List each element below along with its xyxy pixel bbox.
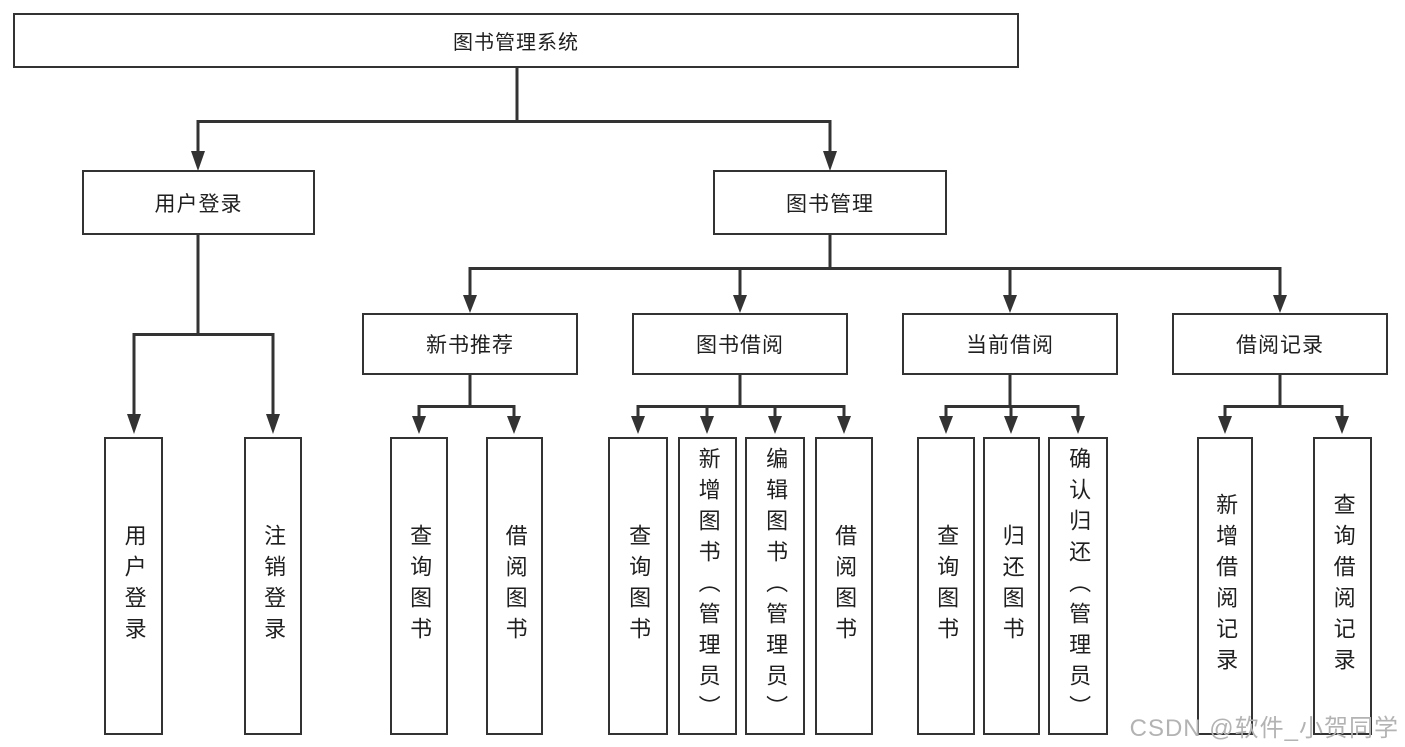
node-label: 图书管理 bbox=[786, 192, 874, 216]
node-label: 新书推荐 bbox=[426, 334, 514, 357]
node-label: 查询借阅记录 bbox=[1330, 493, 1356, 679]
edge-lines bbox=[132, 68, 1344, 417]
node-label: 归还图书 bbox=[999, 524, 1025, 648]
node-label: 新增图书（管理员） bbox=[695, 446, 721, 726]
node-leaf-query-books-recommend: 查询图书 bbox=[390, 437, 448, 735]
node-label: 查询图书 bbox=[934, 524, 960, 648]
node-branch-borrow-records: 借阅记录 bbox=[1172, 313, 1388, 375]
watermark: CSDN @软件_小贺同学 bbox=[1129, 715, 1399, 742]
node-label: 编辑图书（管理员） bbox=[763, 446, 789, 726]
node-leaf-add-books-admin: 新增图书（管理员） bbox=[678, 437, 737, 735]
node-label: 用户登录 bbox=[154, 192, 243, 216]
node-label: 图书借阅 bbox=[696, 334, 784, 357]
node-label: 借阅图书 bbox=[832, 524, 858, 648]
node-label: 查询图书 bbox=[407, 524, 433, 648]
node-branch-user-login: 用户登录 bbox=[82, 170, 315, 235]
node-root: 图书管理系统 bbox=[13, 13, 1019, 68]
node-leaf-add-borrow-record: 新增借阅记录 bbox=[1197, 437, 1253, 735]
node-leaf-edit-books-admin: 编辑图书（管理员） bbox=[745, 437, 805, 735]
node-label: 图书管理系统 bbox=[453, 32, 579, 54]
node-branch-book-borrowing: 图书借阅 bbox=[632, 313, 848, 375]
node-branch-book-management: 图书管理 bbox=[713, 170, 947, 235]
node-label: 新增借阅记录 bbox=[1213, 493, 1239, 679]
node-leaf-borrow-books-borrowing: 借阅图书 bbox=[815, 437, 873, 735]
node-label: 当前借阅 bbox=[966, 334, 1054, 357]
node-branch-new-book-recommend: 新书推荐 bbox=[362, 313, 578, 375]
node-leaf-query-books-current: 查询图书 bbox=[917, 437, 975, 735]
node-branch-current-borrowing: 当前借阅 bbox=[902, 313, 1118, 375]
node-label: 借阅图书 bbox=[502, 524, 528, 648]
node-label: 用户登录 bbox=[121, 524, 147, 648]
node-leaf-query-borrow-record: 查询借阅记录 bbox=[1313, 437, 1372, 735]
node-leaf-user-login: 用户登录 bbox=[104, 437, 163, 735]
node-leaf-return-books: 归还图书 bbox=[983, 437, 1040, 735]
node-leaf-logout: 注销登录 bbox=[244, 437, 302, 735]
node-leaf-confirm-return-admin: 确认归还（管理员） bbox=[1048, 437, 1108, 735]
node-leaf-query-books-borrowing: 查询图书 bbox=[608, 437, 668, 735]
node-label: 注销登录 bbox=[261, 524, 287, 648]
node-label: 确认归还（管理员） bbox=[1066, 446, 1092, 726]
node-label: 借阅记录 bbox=[1236, 334, 1324, 357]
arrowhead-icons bbox=[127, 151, 1349, 434]
node-label: 查询图书 bbox=[626, 524, 652, 648]
node-leaf-borrow-books-recommend: 借阅图书 bbox=[486, 437, 543, 735]
